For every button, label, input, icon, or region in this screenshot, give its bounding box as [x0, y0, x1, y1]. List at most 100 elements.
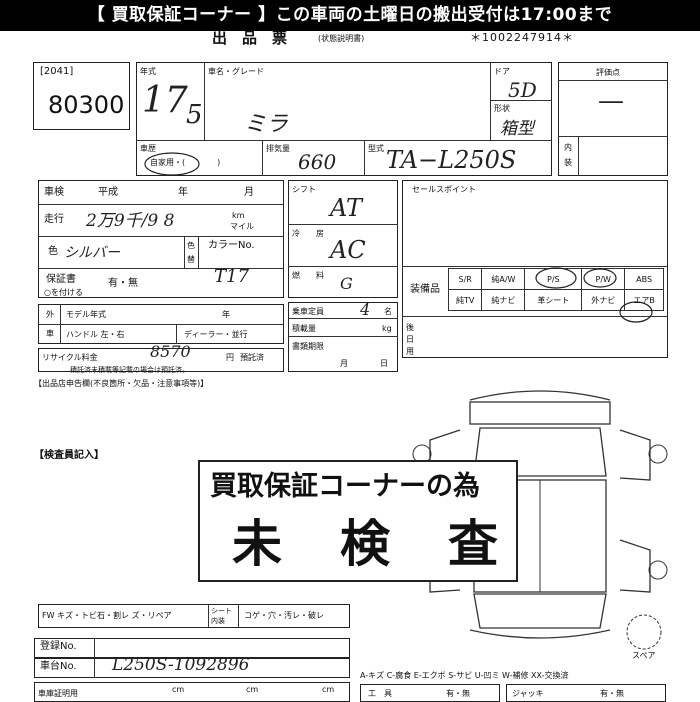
equip-tv: 純TV: [447, 289, 483, 311]
year-label: 年式: [140, 67, 156, 76]
recycle-note: 積託済未積載等記載の場合は預託済。: [70, 366, 189, 374]
shaken-year: 年: [178, 187, 188, 198]
load-unit: kg: [382, 324, 392, 333]
hw-month: 5: [186, 100, 203, 130]
hw-color: シルバー: [64, 245, 120, 261]
cert-row: [34, 682, 350, 702]
vehicle-info-grid: [136, 62, 552, 176]
equip-nav: 純ナビ: [481, 289, 526, 311]
recycle-status: 預託済: [240, 353, 264, 362]
hw-type: TA−L250S: [386, 146, 517, 174]
inspection-block: [38, 180, 284, 298]
equip-ext-nav: 外ナビ: [581, 289, 626, 311]
hw-shift: AT: [330, 194, 363, 222]
fuel-label-b: 料: [316, 271, 324, 280]
hw-aircon: AC: [330, 236, 366, 264]
capacity-unit: 名: [384, 307, 392, 316]
model-label: 車名・グレード: [208, 67, 264, 76]
recycle-label: リサイクル料金: [42, 353, 98, 362]
seat-label-b: 内装: [211, 617, 225, 625]
equipment-label: 装備品: [410, 284, 440, 295]
seat-label-a: シート: [211, 607, 232, 615]
doc-deadline-label: 書類期限: [292, 342, 324, 351]
seat-options: コゲ・穴・汚レ・破レ: [244, 611, 324, 620]
hw-score: —: [598, 86, 624, 116]
shaken-month: 月: [244, 187, 254, 198]
inspector-label: 【検査員記入】: [34, 450, 104, 461]
shift-block: [288, 180, 398, 298]
hw-recycle: 8570: [150, 342, 191, 361]
lot-box: [33, 62, 130, 130]
cert-label: 車庫証明用: [38, 689, 78, 698]
score-box: [558, 62, 668, 176]
sheet-subtitle: (状態説明書): [318, 34, 365, 43]
color-change-a: 色: [187, 241, 195, 250]
dealer-options: ディーラー・並行: [184, 330, 248, 339]
jack-label: ジャッキ: [512, 689, 544, 698]
reg-label: 登録No.: [40, 641, 77, 652]
shape-label: 形状: [494, 104, 510, 113]
warranty-label: 保証書: [46, 274, 76, 285]
mileage-label: 走行: [44, 214, 64, 225]
damage-legend: A-キズ C-腐食 E-エクボ S-サビ U-凹ミ W-補修 XX-交換済: [360, 671, 569, 680]
color-change-b: 替: [187, 255, 195, 264]
hw-model: ミラ: [244, 112, 289, 137]
foreign-label-a: 外: [46, 310, 54, 319]
hw-mileage: 2万9千/9 8: [86, 211, 175, 231]
lot-tag: [2041]: [40, 66, 74, 77]
color-no-label: カラーNo.: [208, 240, 255, 251]
fw-label: FW キズ・トビ石・割レ ズ・リペア: [42, 611, 172, 620]
shaken-label: 車検: [44, 187, 64, 198]
circled-private-mark: [144, 152, 200, 176]
interior-label-a: 内: [564, 143, 572, 152]
history-options: 自家用・( ): [150, 158, 221, 167]
equipment-circles: [535, 267, 653, 323]
hw-year: 17: [142, 80, 188, 121]
capacity-block: [288, 302, 398, 372]
model-year-label: モデル年式: [66, 310, 106, 319]
equipment-grid: S/R 純A/W P/S P/W ABS 純TV 純ナビ 革シート 外ナビ エア…: [447, 268, 664, 311]
score-label: 評価点: [596, 68, 620, 77]
tools-options: 有・無: [446, 689, 470, 698]
fuel-label-a: 燃: [292, 271, 300, 280]
rear-label-3: 用: [406, 347, 414, 356]
jack-options: 有・無: [600, 689, 624, 698]
warranty-note: ○を付ける: [44, 288, 83, 297]
chassis-row: [34, 658, 350, 678]
history-label: 車歴: [140, 144, 156, 153]
equip-airbag: エアB: [624, 289, 664, 311]
banner: 【 買取保証コーナー 】この車両の土曜日の搬出受付は17:00まで: [0, 0, 700, 31]
type-label: 型式: [368, 144, 384, 153]
dealer-notes-label: 【出品店申告欄(不良箇所・欠品・注意事項等)】: [34, 379, 209, 388]
sheet-title: 出 品 票: [212, 29, 288, 47]
km-unit: km: [232, 211, 245, 220]
stamp-line1: 買取保証コーナーの為: [210, 471, 480, 502]
aircon-label-b: 房: [316, 229, 324, 238]
sales-point-block: [402, 180, 668, 358]
aircon-label-a: 冷: [292, 229, 300, 238]
hw-color-no: T17: [214, 266, 249, 287]
spare-label: スペア: [632, 651, 656, 660]
cm-2: cm: [246, 685, 259, 694]
hw-chassis: L250S-1092896: [112, 655, 250, 675]
shift-label: シフト: [292, 185, 316, 194]
tools-label: 工 具: [368, 689, 392, 698]
lot-number: 80300: [48, 91, 125, 119]
fw-row: [38, 604, 350, 628]
chassis-label: 車台No.: [40, 661, 77, 672]
hw-capacity: 4: [360, 300, 371, 319]
hw-displacement: 660: [298, 150, 337, 174]
cm-3: cm: [322, 685, 335, 694]
rear-label: 後: [406, 323, 414, 332]
rear-label-2: 日: [406, 335, 414, 344]
model-year-unit: 年: [222, 310, 230, 319]
recycle-block: [38, 348, 284, 372]
shaken-era: 平成: [98, 187, 118, 198]
load-label: 積載量: [292, 324, 316, 333]
door-label: ドア: [494, 67, 510, 76]
handle-options: ハンドル 左・右: [66, 330, 125, 339]
interior-label-b: 装: [564, 158, 572, 167]
doc-month: 月: [340, 359, 348, 368]
stamp-line2: 未 検 査: [232, 515, 502, 573]
uninspected-stamp: 買取保証コーナーの為 未 検 査: [198, 460, 518, 582]
